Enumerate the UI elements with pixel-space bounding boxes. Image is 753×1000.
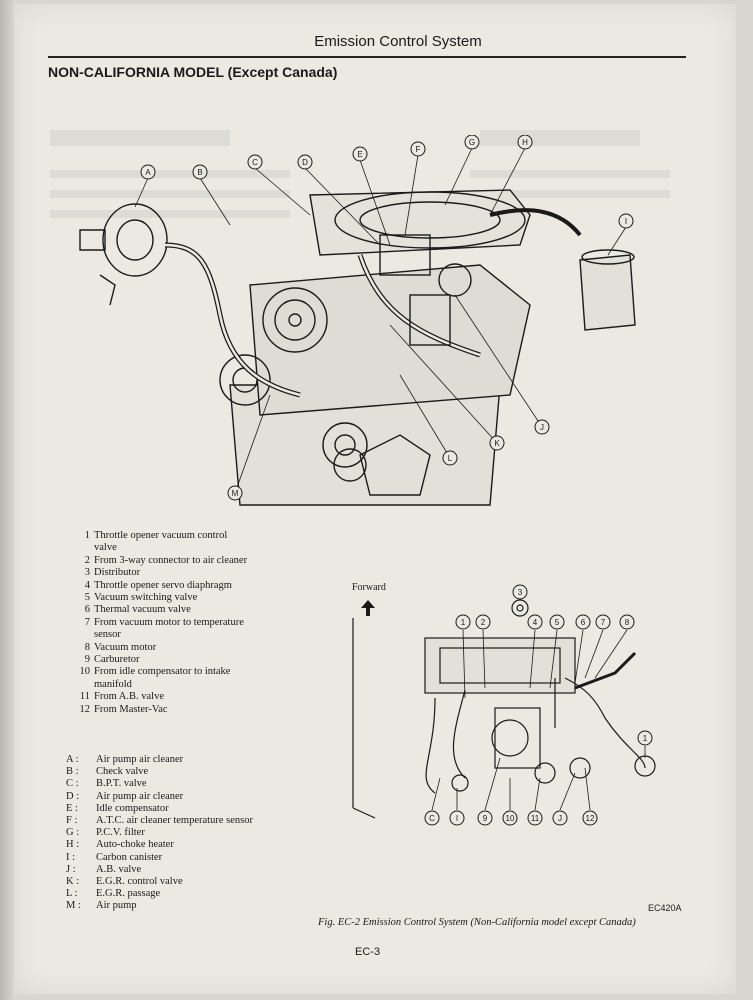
callout-g: G	[469, 138, 475, 147]
legend-item: A :Air pump air cleaner	[66, 754, 184, 765]
schem-callout-12: 12	[586, 814, 595, 823]
callout-h: H	[522, 138, 528, 147]
schem-callout-9: 9	[483, 814, 488, 823]
schem-callout-8: 8	[625, 618, 630, 627]
legend-item: F :A.T.C. air cleaner temperature sensor	[66, 815, 253, 827]
header-rule	[48, 56, 686, 58]
schem-callout-4: 4	[533, 618, 538, 627]
schem-callout-7: 7	[601, 618, 606, 627]
callout-d: D	[302, 158, 308, 167]
lettered-legend: A :Air pump air cleaner B :Check valve C…	[66, 754, 276, 913]
legend-item: B :Check valve	[66, 766, 149, 778]
schem-callout-c: C	[429, 814, 435, 823]
schem-callout-2: 2	[481, 618, 486, 627]
schem-callout-11: 11	[531, 814, 540, 823]
legend-item: C :B.P.T. valve	[66, 778, 147, 790]
engine-callouts	[140, 135, 634, 501]
legend-item: L :E.G.R. passage	[66, 888, 161, 900]
engine-diagram: A B C D E F G H I J K L M	[79, 135, 636, 506]
legend-item: H :Auto-choke heater	[66, 839, 174, 851]
callout-m: M	[232, 489, 239, 498]
legend-item: G :P.C.V. filter	[66, 827, 145, 839]
hose-schematic: 1 2 3 4 5 6 7 8 C I 9 10 11 J 12 1	[352, 584, 656, 826]
callout-k: K	[494, 439, 500, 448]
schem-callout-right-1: 1	[643, 734, 648, 743]
schem-callout-j: J	[558, 814, 562, 823]
callout-e: E	[357, 150, 362, 159]
callout-b: B	[197, 168, 202, 177]
binding-shadow	[0, 0, 16, 1000]
legend-item: K :E.G.R. control valve	[66, 876, 183, 888]
legend-item: I :Carbon canister	[66, 851, 163, 863]
callout-a: A	[145, 168, 151, 177]
legend-item: J :A.B. valve	[66, 863, 142, 875]
callout-j: J	[540, 423, 544, 432]
schem-callout-3: 3	[518, 588, 523, 597]
callout-c: C	[252, 158, 258, 167]
legend-item: M :Air pump	[66, 900, 137, 912]
forward-arrow-icon	[361, 600, 375, 616]
legend-item: D :Air pump air cleaner	[66, 790, 184, 802]
callout-i: I	[625, 217, 627, 226]
schem-callout-1: 1	[461, 618, 466, 627]
figure-code: EC420A	[648, 903, 682, 913]
schem-callout-6: 6	[581, 618, 586, 627]
schem-callout-5: 5	[555, 618, 560, 627]
schem-callout-i: I	[456, 814, 458, 823]
callout-f: F	[416, 145, 421, 154]
section-heading: NON-CALIFORNIA MODEL (Except Canada)	[48, 64, 338, 80]
callout-l: L	[448, 454, 453, 463]
figure-caption: Fig. EC-2 Emission Control System (Non-C…	[318, 917, 636, 928]
schem-callout-10: 10	[506, 814, 515, 823]
legend-item: E :Idle compensator	[66, 802, 169, 814]
page-number: EC-3	[355, 946, 381, 958]
forward-label: Forward	[352, 582, 386, 593]
header-title: Emission Control System	[314, 33, 482, 50]
